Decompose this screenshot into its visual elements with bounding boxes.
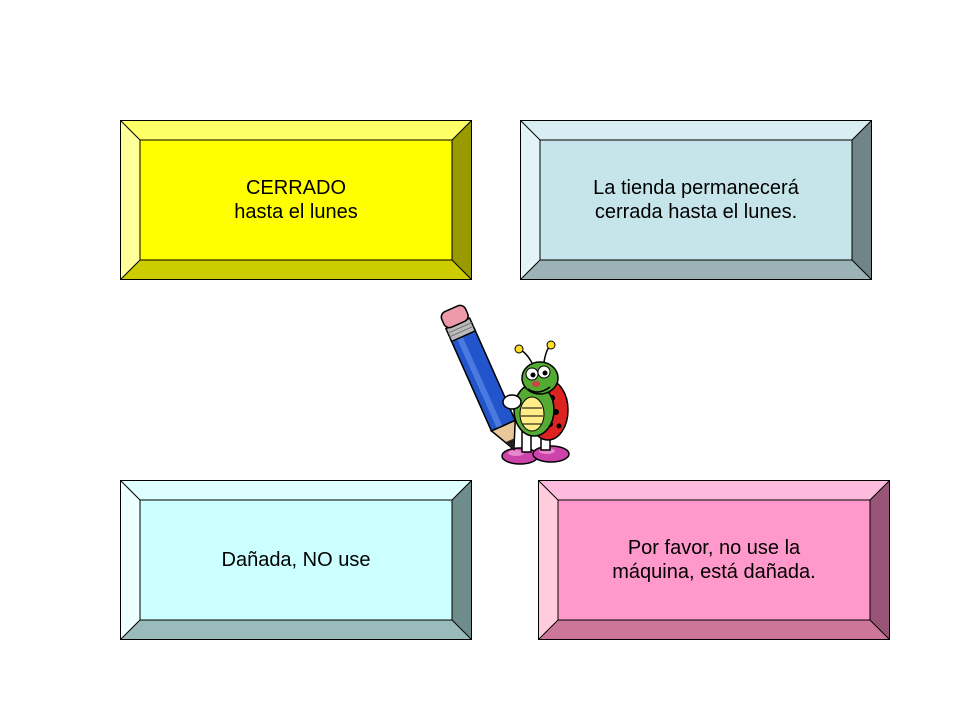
- bevel-frame-icon: [120, 480, 472, 640]
- card-line-1: Dañada, NO use: [221, 549, 371, 571]
- card-text: La tienda permanecerá cerrada hasta el l…: [540, 140, 852, 260]
- card-line-2: cerrada hasta el lunes.: [594, 201, 798, 223]
- bevel-frame-icon: [520, 120, 872, 280]
- card-line-2: hasta el lunes: [234, 201, 358, 223]
- card-damaged-long: Por favor, no use la máquina, está dañad…: [538, 480, 890, 640]
- card-line-1: La tienda permanecerá: [593, 177, 799, 199]
- card-text: Por favor, no use la máquina, está dañad…: [558, 500, 870, 620]
- card-line-2: máquina, está dañada.: [612, 561, 816, 583]
- pencil-ladybug-mascot-icon: [440, 304, 570, 465]
- card-closed-short: CERRADO hasta el lunes: [120, 120, 472, 280]
- bevel-frame-icon: [120, 120, 472, 280]
- card-damaged-short: Dañada, NO use: [120, 480, 472, 640]
- card-closed-long: La tienda permanecerá cerrada hasta el l…: [520, 120, 872, 280]
- card-text: CERRADO hasta el lunes: [140, 140, 452, 260]
- card-line-1: Por favor, no use la: [627, 537, 801, 559]
- bevel-frame-icon: [538, 480, 890, 640]
- card-text: Dañada, NO use: [140, 500, 452, 620]
- card-line-1: CERRADO: [245, 177, 346, 199]
